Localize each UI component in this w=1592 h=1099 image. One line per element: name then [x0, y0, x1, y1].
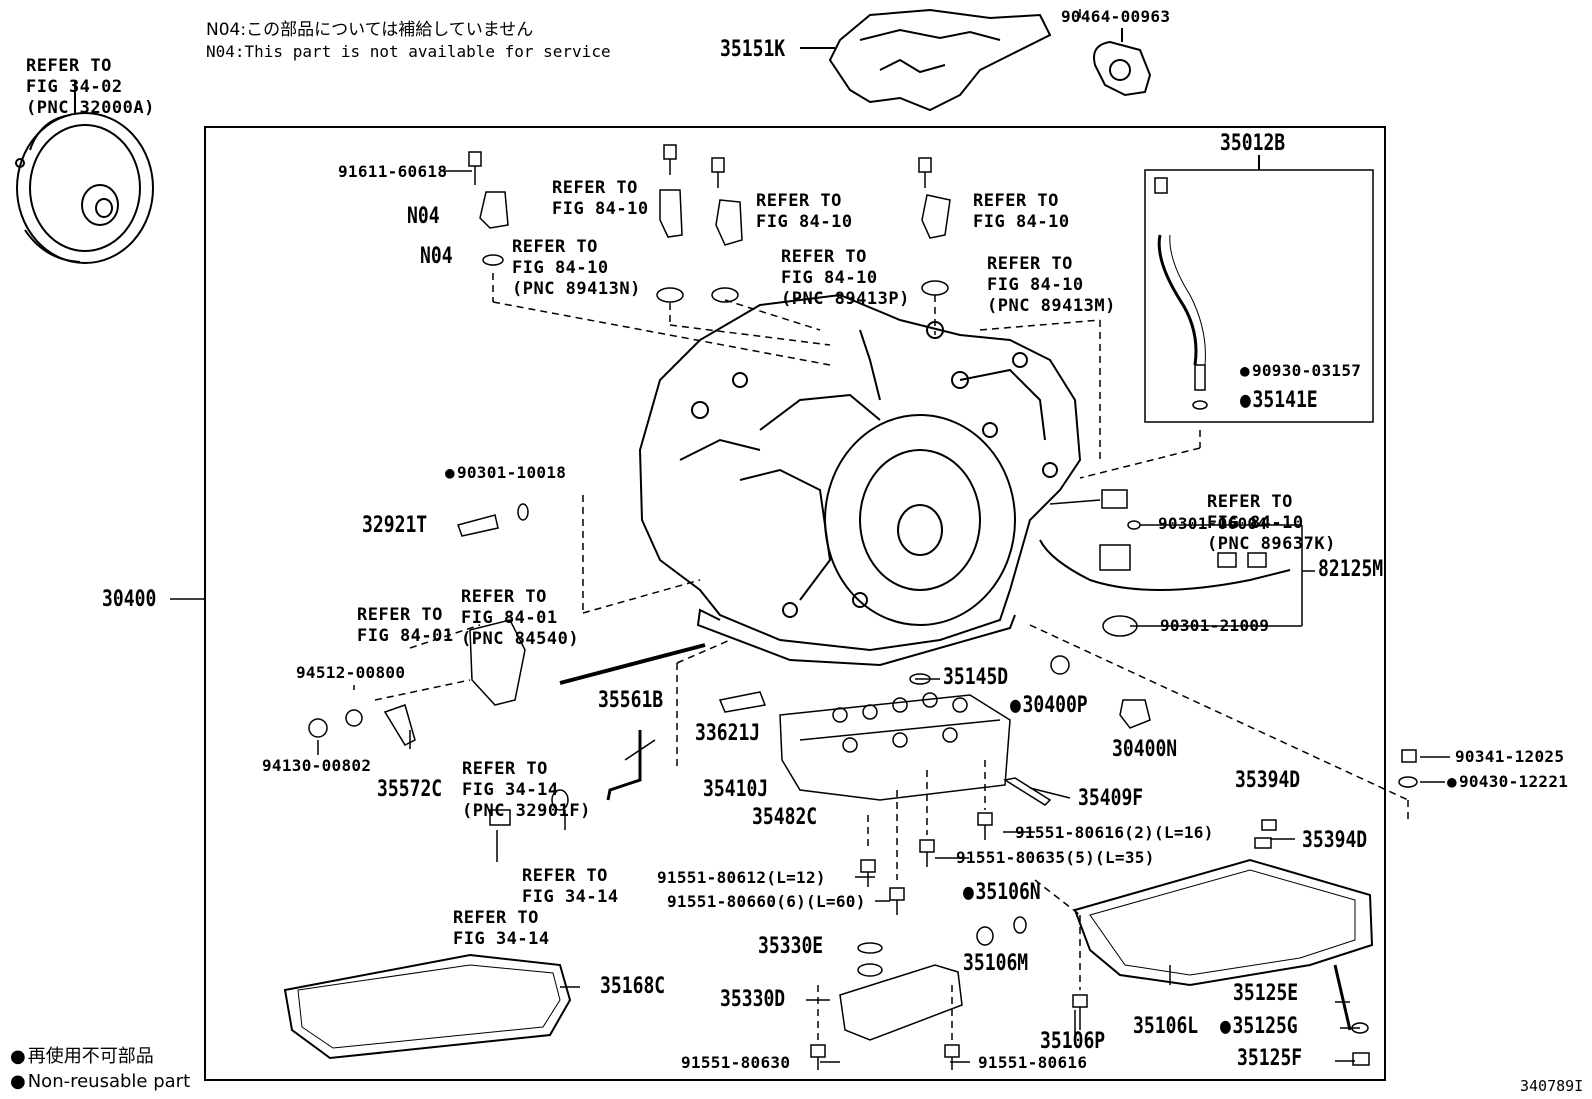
legend-jp: 再使用不可部品 — [10, 1046, 154, 1068]
part-90301-10018[interactable]: 90301-10018 — [445, 464, 566, 482]
part-33621J[interactable]: 33621J — [695, 721, 761, 746]
part-90301-21009[interactable]: 90301-21009 — [1160, 616, 1270, 635]
dashed-leaders — [374, 273, 1409, 1040]
part-35330E[interactable]: 35330E — [758, 934, 824, 959]
part-91551-80635[interactable]: 91551-80635(5)(L=35) — [956, 848, 1155, 867]
part-N04-oring[interactable]: N04 — [420, 244, 453, 269]
part-35106M[interactable]: 35106M — [963, 951, 1029, 976]
part-35145D[interactable]: 35145D — [943, 665, 1009, 690]
part-35394D-b[interactable]: 35394D — [1302, 828, 1368, 853]
transmission-case-drawing — [638, 293, 1082, 667]
part-94130-00802[interactable]: 94130-00802 — [262, 756, 372, 775]
part-90301-06004[interactable]: 90301-06004 — [1158, 514, 1268, 533]
main-frame — [204, 126, 1386, 1081]
part-30400N[interactable]: 30400N — [1112, 737, 1178, 762]
part-35125F[interactable]: 35125F — [1237, 1046, 1303, 1071]
part-35572C[interactable]: 35572C — [377, 777, 443, 802]
part-82125M[interactable]: 82125M — [1318, 557, 1384, 582]
part-35141E[interactable]: 35141E — [1240, 389, 1318, 413]
figure-id: 340789I — [1520, 1077, 1584, 1095]
part-91551-80630[interactable]: 91551-80630 — [681, 1053, 791, 1072]
part-94512-00800[interactable]: 94512-00800 — [296, 663, 406, 682]
part-30400[interactable]: 30400 — [102, 587, 157, 612]
cover-35151K-drawing — [800, 8, 1052, 112]
part-35106N[interactable]: 35106N — [963, 881, 1041, 905]
part-35409F[interactable]: 35409F — [1078, 786, 1144, 811]
part-90930-03157[interactable]: 90930-03157 — [1240, 362, 1361, 380]
part-35168C[interactable]: 35168C — [600, 974, 666, 999]
note-jp: N04:この部品については補給していません — [206, 20, 534, 40]
torque-converter-drawing — [15, 80, 154, 264]
part-90464-00963[interactable]: 90464-00963 — [1061, 7, 1171, 26]
part-35330D[interactable]: 35330D — [720, 987, 786, 1012]
part-N04-sensor[interactable]: N04 — [407, 204, 440, 229]
part-35410J[interactable]: 35410J — [703, 777, 769, 802]
part-91551-80660[interactable]: 91551-80660(6)(L=60) — [667, 892, 866, 911]
part-35106L[interactable]: 35106L — [1133, 1014, 1199, 1039]
part-35151K[interactable]: 35151K — [720, 37, 786, 62]
part-90341-12025[interactable]: 90341-12025 — [1455, 747, 1565, 766]
part-35125G[interactable]: 35125G — [1220, 1015, 1298, 1039]
part-35482C[interactable]: 35482C — [752, 805, 818, 830]
legend-en: Non-reusable part — [10, 1071, 190, 1093]
part-91551-80612[interactable]: 91551-80612(L=12) — [657, 868, 826, 887]
note-en: N04:This part is not available for servi… — [206, 42, 611, 61]
small-parts — [283, 144, 1418, 1070]
part-35394D-a[interactable]: 35394D — [1235, 768, 1301, 793]
part-35106P[interactable]: 35106P — [1040, 1029, 1106, 1054]
part-35125E[interactable]: 35125E — [1233, 981, 1299, 1006]
part-35561B[interactable]: 35561B — [598, 688, 664, 713]
part-30400P[interactable]: 30400P — [1010, 694, 1088, 718]
part-35012B[interactable]: 35012B — [1220, 131, 1286, 156]
part-90430-12221[interactable]: 90430-12221 — [1447, 773, 1568, 791]
part-91551-80616-2[interactable]: 91551-80616(2)(L=16) — [1015, 823, 1214, 842]
solid-leaders — [170, 9, 1450, 1063]
part-32921T[interactable]: 32921T — [362, 513, 428, 538]
part-91551-80616[interactable]: 91551-80616 — [978, 1053, 1088, 1072]
part-91611-60618[interactable]: 91611-60618 — [338, 162, 448, 181]
clamp-90464-drawing — [1093, 28, 1152, 97]
